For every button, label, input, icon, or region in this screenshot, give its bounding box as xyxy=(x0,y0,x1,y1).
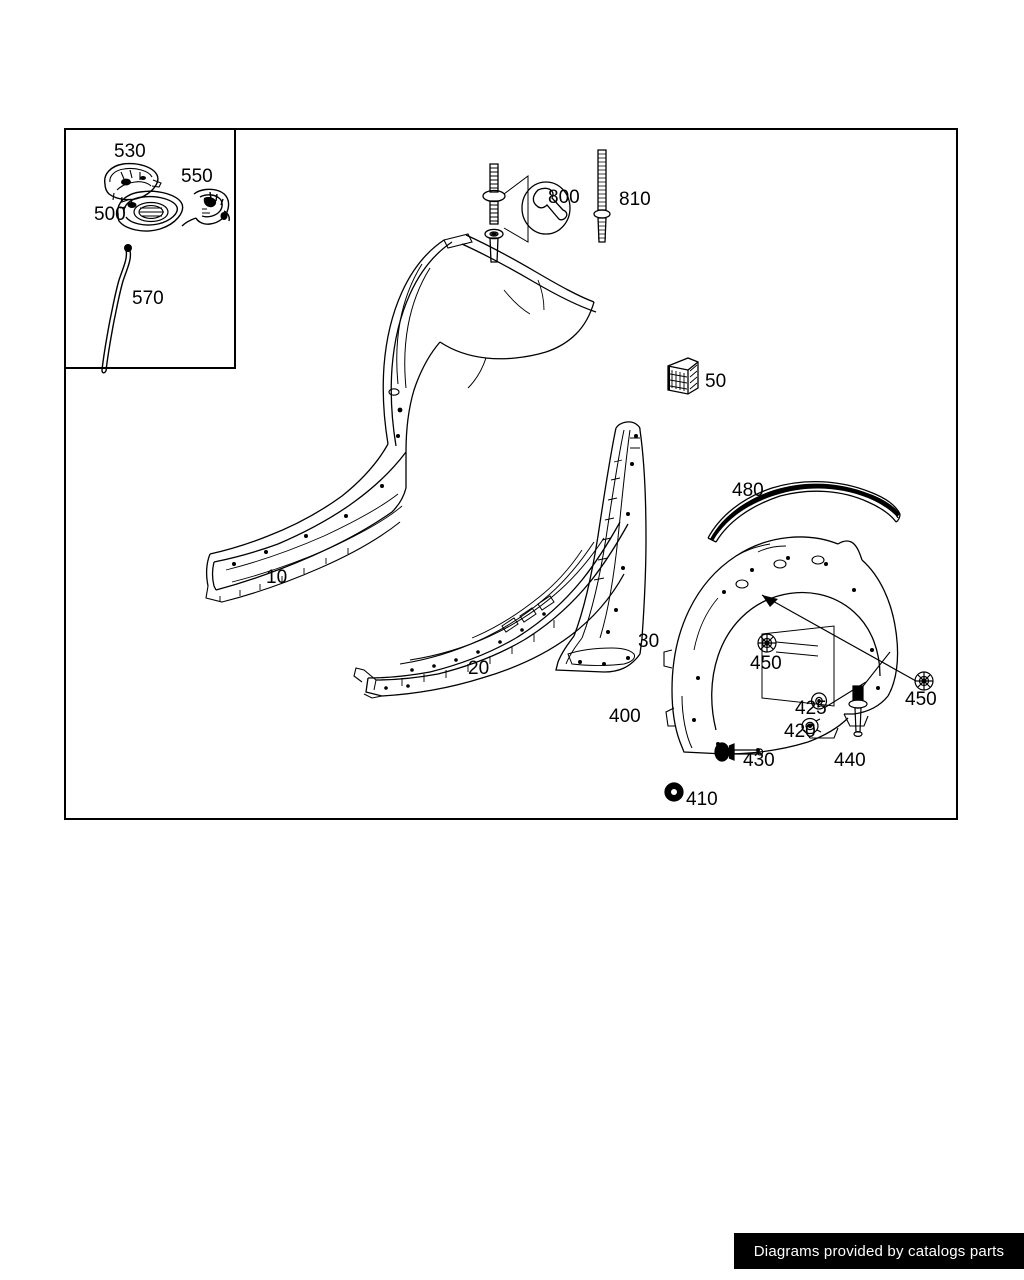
part-50-artwork xyxy=(662,354,702,400)
part-450-right-artwork xyxy=(911,668,937,694)
callout-label-50: 50 xyxy=(705,371,727,392)
callout-label-500: 500 xyxy=(94,204,126,225)
part-570-artwork xyxy=(95,240,139,378)
callout-label-30: 30 xyxy=(638,631,660,652)
part-810-artwork xyxy=(588,148,618,248)
callout-label-450b: 450 xyxy=(905,689,937,710)
callout-label-810: 810 xyxy=(619,189,651,210)
watermark-text: Diagrams provided by catalogs parts xyxy=(753,1242,1005,1260)
part-400-artwork xyxy=(658,530,908,760)
callout-label-530: 530 xyxy=(114,141,146,162)
leader-line-440 xyxy=(859,651,891,691)
callout-label-430: 430 xyxy=(743,750,775,771)
part-430-artwork xyxy=(710,740,766,764)
part-530-artwork xyxy=(97,160,165,206)
callout-label-450a: 450 xyxy=(750,653,782,674)
part-10-artwork xyxy=(186,230,606,660)
callout-label-420: 420 xyxy=(784,721,816,742)
part-500-artwork xyxy=(112,188,186,236)
callout-label-440: 440 xyxy=(834,750,866,771)
callout-label-550: 550 xyxy=(181,166,213,187)
detail-inset xyxy=(66,130,236,369)
callout-label-570: 570 xyxy=(132,288,164,309)
part-30-artwork xyxy=(544,418,674,678)
callout-label-425: 425 xyxy=(795,698,827,719)
watermark-banner: Diagrams provided by catalogs parts xyxy=(734,1233,1024,1269)
leader-line-425 xyxy=(823,681,867,709)
leader-line-450-right xyxy=(761,594,917,682)
part-550-artwork xyxy=(180,185,234,231)
callout-label-480: 480 xyxy=(732,480,764,501)
part-410-artwork xyxy=(662,780,686,804)
part-800-artwork xyxy=(476,158,580,268)
part-425-artwork xyxy=(808,690,830,712)
callout-label-400: 400 xyxy=(609,706,641,727)
part-450-left-artwork xyxy=(754,630,780,656)
callout-label-20: 20 xyxy=(468,658,490,679)
callout-label-410: 410 xyxy=(686,789,718,810)
callout-label-800: 800 xyxy=(548,187,580,208)
part-420-artwork xyxy=(799,715,823,737)
part-20-artwork xyxy=(342,520,632,700)
diagram-frame: 530 550 500 570 800 810 10 20 30 50 480 … xyxy=(64,128,958,820)
callout-label-10: 10 xyxy=(266,567,288,588)
part-480-artwork xyxy=(704,480,904,544)
